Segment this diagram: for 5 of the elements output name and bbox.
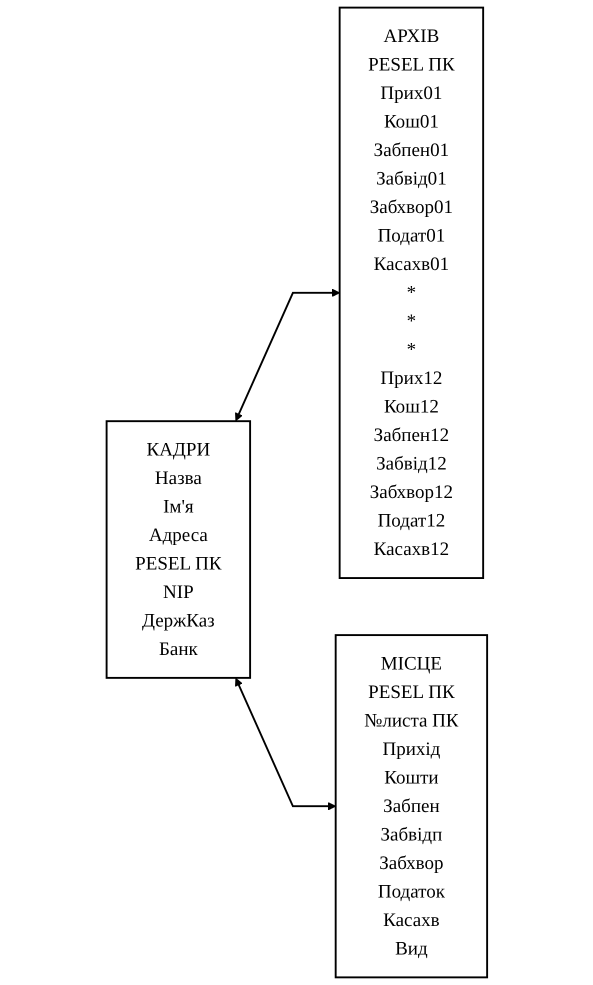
arrow [234, 288, 340, 422]
node-box [338, 6, 484, 580]
node-box [105, 420, 251, 679]
node-box [334, 634, 488, 978]
arrow [234, 678, 336, 810]
